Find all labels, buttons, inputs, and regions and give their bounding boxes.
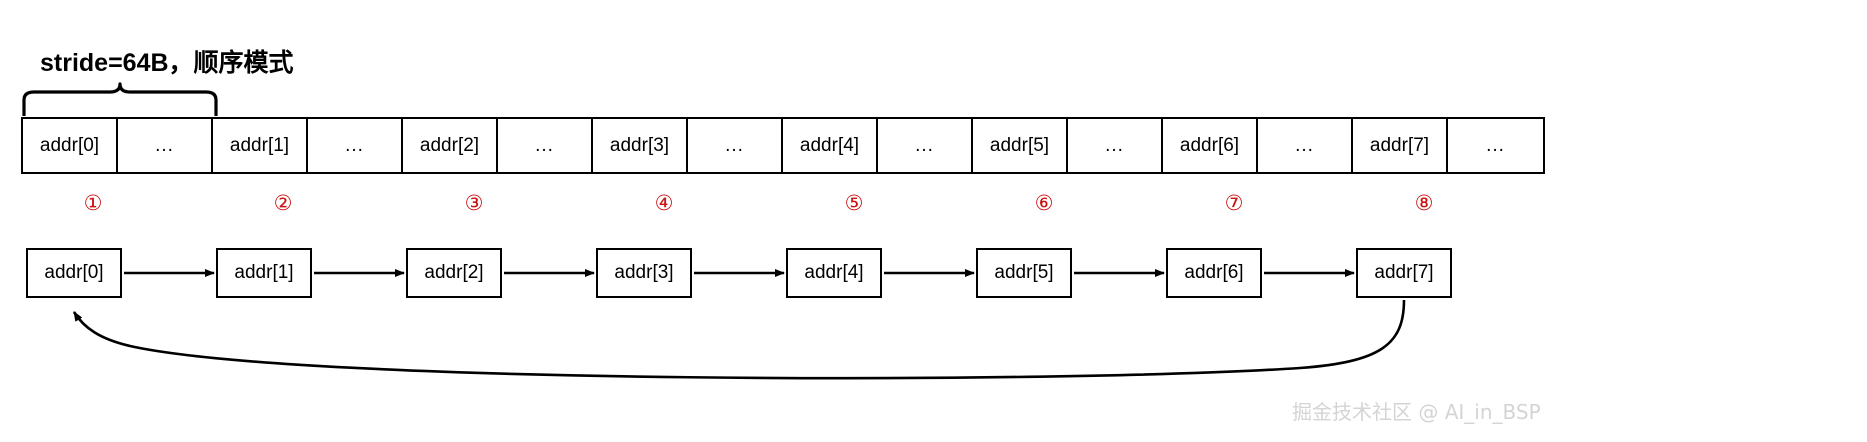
step-number: ③ xyxy=(464,191,484,215)
memory-cell: ... xyxy=(1068,119,1163,172)
step-number: ⑤ xyxy=(844,191,864,215)
memory-cell: addr[3] xyxy=(593,119,688,172)
memory-cell: ... xyxy=(878,119,973,172)
step-number: ① xyxy=(83,191,103,215)
node-box: addr[4] xyxy=(786,248,882,298)
stride-brace-icon xyxy=(22,82,218,116)
step-number: ④ xyxy=(654,191,674,215)
memory-cell: addr[6] xyxy=(1163,119,1258,172)
node-box: addr[0] xyxy=(26,248,122,298)
memory-cell: addr[5] xyxy=(973,119,1068,172)
step-number: ⑥ xyxy=(1034,191,1054,215)
memory-cell: ... xyxy=(308,119,403,172)
node-box: addr[1] xyxy=(216,248,312,298)
node-box: addr[3] xyxy=(596,248,692,298)
memory-cell: addr[0] xyxy=(23,119,118,172)
step-number: ② xyxy=(273,191,293,215)
node-box: addr[7] xyxy=(1356,248,1452,298)
memory-cell: addr[4] xyxy=(783,119,878,172)
memory-cell: ... xyxy=(118,119,213,172)
memory-cell: ... xyxy=(498,119,593,172)
watermark: 掘金技术社区 @ AI_in_BSP xyxy=(1292,400,1541,424)
node-box: addr[2] xyxy=(406,248,502,298)
memory-cell: ... xyxy=(1448,119,1543,172)
step-number: ⑦ xyxy=(1224,191,1244,215)
node-box: addr[5] xyxy=(976,248,1072,298)
node-row: addr[0] addr[1] addr[2] addr[3] addr[4] … xyxy=(0,248,1867,308)
arrow-loop-back xyxy=(72,299,1406,380)
memory-cell: addr[7] xyxy=(1353,119,1448,172)
memory-strip: addr[0] ... addr[1] ... addr[2] ... addr… xyxy=(21,117,1545,174)
memory-cell: ... xyxy=(1258,119,1353,172)
memory-cell: ... xyxy=(688,119,783,172)
page-title: stride=64B，顺序模式 xyxy=(40,49,294,77)
step-number: ⑧ xyxy=(1414,191,1434,215)
node-box: addr[6] xyxy=(1166,248,1262,298)
memory-cell: addr[1] xyxy=(213,119,308,172)
memory-cell: addr[2] xyxy=(403,119,498,172)
